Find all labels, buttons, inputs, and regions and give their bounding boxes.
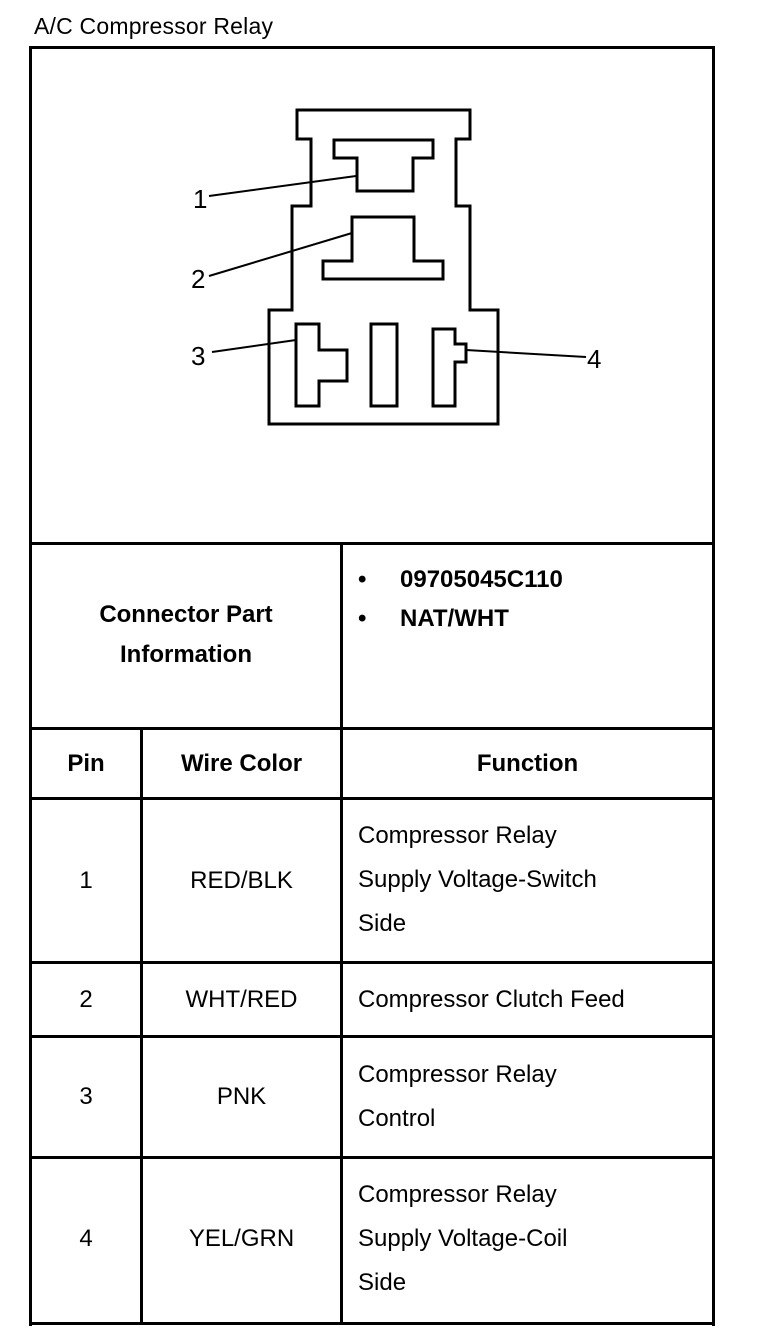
function-line: Compressor Relay	[358, 822, 557, 849]
function-line: Side	[358, 1269, 407, 1296]
table-cell-function: Compressor Relay Supply Voltage-Switch S…	[358, 814, 597, 946]
list-item: • NAT/WHT	[358, 599, 563, 638]
function-line: Side	[358, 910, 407, 937]
column-header-wire-color: Wire Color	[180, 750, 303, 777]
table-cell-pin: 2	[79, 986, 93, 1013]
pin-3-leader-line	[211, 339, 297, 353]
table-cell-wire-color: PNK	[216, 1083, 267, 1110]
divider	[29, 1322, 715, 1325]
center-cavity-outline	[369, 322, 399, 408]
function-line: Supply Voltage-Coil	[358, 1225, 568, 1252]
table-cell-function: Compressor Relay Control	[358, 1053, 557, 1141]
part-number: 09705045C110	[400, 566, 563, 593]
function-line: Compressor Clutch Feed	[358, 986, 625, 1013]
divider	[29, 542, 715, 545]
terminal-3-outline	[294, 322, 349, 408]
divider	[29, 797, 715, 800]
connector-info-list: • 09705045C110 • NAT/WHT	[358, 560, 563, 638]
pin-1-callout: 1	[193, 184, 207, 214]
table-cell-pin: 4	[79, 1225, 93, 1252]
list-item: • 09705045C110	[358, 560, 563, 599]
table-cell-wire-color: YEL/GRN	[188, 1225, 295, 1252]
column-header-pin: Pin	[67, 750, 105, 777]
divider	[140, 727, 143, 1324]
table-cell-function: Compressor Relay Supply Voltage-Coil Sid…	[358, 1173, 567, 1305]
divider	[340, 542, 343, 1324]
column-header-function: Function	[476, 750, 579, 777]
divider	[29, 727, 715, 730]
connector-info-label-line: Connector Part	[99, 601, 273, 628]
bullet: •	[358, 566, 367, 593]
table-cell-pin: 1	[79, 867, 93, 894]
connector-face-diagram: 1 2 3 4	[191, 108, 601, 426]
function-line: Supply Voltage-Switch	[358, 866, 597, 893]
table-cell-function: Compressor Clutch Feed	[358, 978, 625, 1022]
pin-4-callout: 4	[587, 344, 601, 374]
pin-2-callout: 2	[191, 264, 205, 294]
connector-color: NAT/WHT	[400, 605, 509, 632]
connector-info-label: Connector Part Information	[32, 595, 340, 675]
divider	[29, 1035, 715, 1038]
terminal-2-outline	[321, 215, 445, 281]
table-cell-pin: 3	[79, 1083, 93, 1110]
table-cell-wire-color: RED/BLK	[190, 867, 293, 894]
connector-info-label-line: Information	[120, 641, 252, 668]
divider	[29, 1156, 715, 1159]
divider	[29, 961, 715, 964]
function-line: Compressor Relay	[358, 1181, 557, 1208]
connector-body-outline	[267, 108, 500, 426]
function-line: Control	[358, 1105, 436, 1132]
page-title: A/C Compressor Relay	[34, 13, 274, 39]
terminal-1-outline	[332, 138, 435, 193]
bullet: •	[358, 605, 367, 632]
pin-3-callout: 3	[191, 341, 205, 371]
terminal-4-outline	[431, 327, 468, 408]
table-cell-wire-color: WHT/RED	[185, 986, 298, 1013]
connector-table-frame	[29, 46, 715, 1326]
pin-4-leader-line	[465, 349, 587, 358]
pin-1-leader-line	[208, 175, 357, 197]
function-line: Compressor Relay	[358, 1061, 557, 1088]
pin-2-leader-line	[208, 232, 353, 277]
